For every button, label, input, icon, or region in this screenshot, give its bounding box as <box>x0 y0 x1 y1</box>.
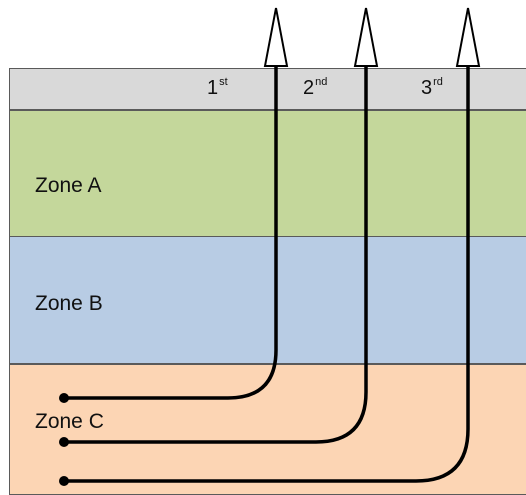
well-1-endpoint <box>59 393 69 403</box>
well-3 <box>59 7 481 486</box>
position-label-2: 2nd <box>303 76 328 99</box>
position-label-1: 1st <box>207 76 228 99</box>
well-2-endpoint <box>59 437 69 447</box>
zone-a-label: Zone A <box>35 174 102 197</box>
zone-c-band <box>9 364 526 495</box>
zone-b-band <box>9 236 526 364</box>
well-3-endpoint <box>59 476 69 486</box>
header-band <box>9 68 526 110</box>
zone-a-band <box>9 110 526 237</box>
well-2 <box>59 7 379 447</box>
well-1-arrowhead <box>263 7 289 67</box>
zone-c-label: Zone C <box>35 410 104 433</box>
well-2-arrowhead <box>353 7 379 67</box>
well-3-arrowhead <box>455 7 481 67</box>
well-1 <box>59 7 289 403</box>
position-label-3: 3rd <box>421 76 443 99</box>
zone-b-label: Zone B <box>35 292 103 315</box>
